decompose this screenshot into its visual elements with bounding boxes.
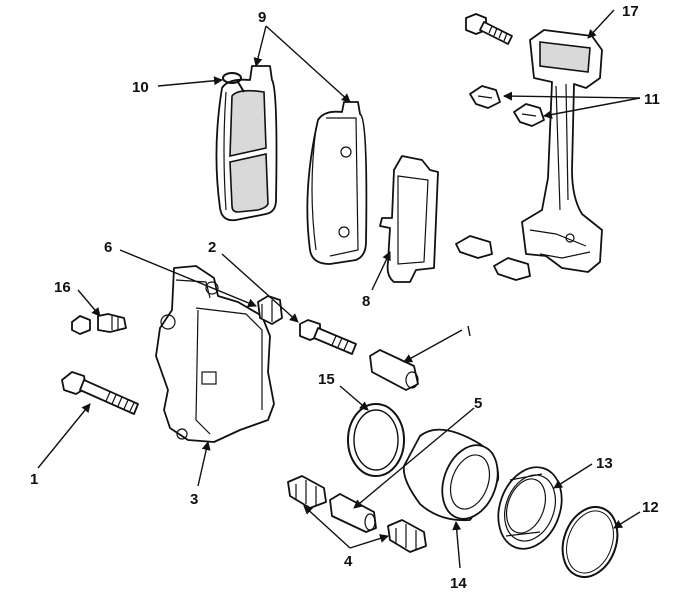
guide-pin-sleeve	[369, 349, 419, 391]
callout-2: 2	[208, 239, 216, 256]
pad-shim	[379, 155, 439, 283]
pad-retainer-clip-right	[493, 257, 531, 281]
inner-brake-pad	[306, 101, 368, 265]
callout-3: 3	[190, 491, 198, 508]
callout-15: 15	[318, 371, 335, 388]
callout-4: 4	[344, 553, 353, 570]
caliper-housing	[155, 265, 275, 443]
outer-brake-pad	[215, 65, 278, 222]
leader-lines	[37, 9, 641, 569]
guide-pin-dust-boot	[257, 295, 283, 325]
callout-8: 8	[362, 293, 370, 310]
anti-rattle-clip-upper	[469, 85, 501, 109]
piston-seal	[347, 403, 405, 477]
piston-dust-boot	[497, 466, 563, 550]
caliper-piston	[402, 428, 500, 522]
callout-16: 16	[54, 279, 71, 296]
guide-bushing-sleeve	[329, 493, 377, 533]
callout-12: 12	[642, 499, 659, 516]
callout-14: 14	[450, 575, 467, 592]
caliper-bracket	[521, 29, 603, 273]
bleeder-screw	[71, 313, 127, 335]
callout-6: 6	[104, 239, 112, 256]
wear-indicator-clip	[222, 72, 245, 93]
guide-bushing-boot-lower	[387, 519, 427, 553]
callout-5: 5	[474, 395, 482, 412]
callout-9: 9	[258, 9, 266, 26]
guide-bushing-boot-upper	[287, 475, 327, 509]
callout-11: 11	[644, 91, 660, 108]
guide-pin	[299, 319, 357, 355]
boot-retaining-ring	[561, 506, 619, 578]
guide-pin-bolt	[61, 371, 139, 415]
bracket-mounting-bolt	[465, 13, 513, 45]
callout-1: 1	[30, 471, 38, 488]
callout-10: 10	[132, 79, 149, 96]
anti-rattle-clip-lower	[513, 103, 545, 127]
callout-13: 13	[596, 455, 613, 472]
pad-retainer-clip-left	[455, 235, 493, 259]
callout-17: 17	[622, 3, 639, 20]
